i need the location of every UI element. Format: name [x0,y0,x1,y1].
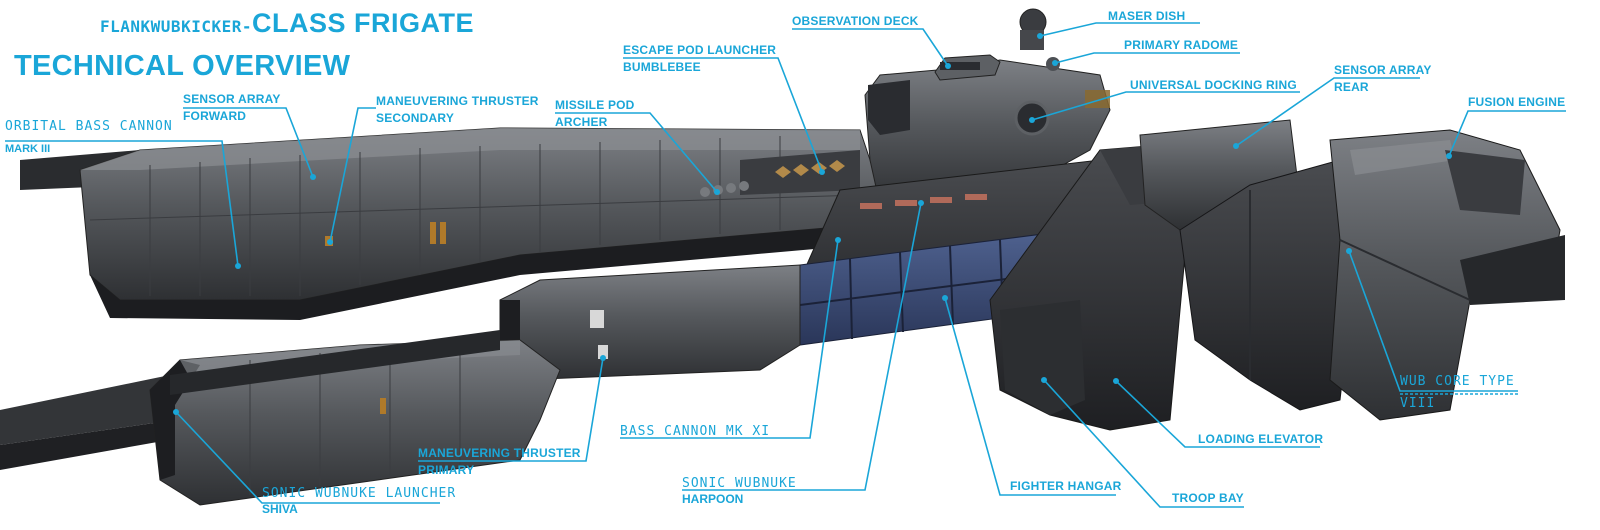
label-thruster-secondary: MANEUVERING THRUSTER SECONDARY [376,94,539,125]
wub-core-housing [1179,159,1361,411]
label-harpoon: SONIC WUBNUKE HARPOON [682,476,797,507]
leader-fighter-hangar [944,297,1116,496]
leader-thruster-primary [418,357,604,462]
leader-escape-pod [623,57,823,173]
leader-missile-pod [555,112,718,193]
label-escape-pod-launcher: ESCAPE POD LAUNCHER BUMBLEBEE [623,43,777,74]
label-orbital-bass-cannon: ORBITAL BASS CANNON MARK III [5,119,173,156]
class-suffix: CLASS FRIGATE [252,8,474,38]
leader-wub-core [1348,250,1518,392]
leader-wubnuke-launcher [175,411,440,504]
label-troop-bay: TROOP BAY [1172,491,1244,505]
leader-docking-ring [1031,91,1300,121]
ship-hull [0,8,1565,506]
leader-observation-deck [792,28,949,67]
leader-harpoon [682,202,922,491]
leader-troop-bay [1043,379,1244,508]
diagram-subtitle: TECHNICAL OVERVIEW [14,50,351,82]
label-bass-cannon-mk: BASS CANNON MK XI [620,424,771,439]
label-thruster-primary: MANEUVERING THRUSTER PRIMARY [418,446,581,477]
label-wub-core: WUB CORE TYPE VIII [1400,374,1515,411]
diagram-title: FLANKWUBKICKER-CLASS FRIGATE [100,8,474,39]
leader-thruster-secondary [329,107,376,243]
callout-dots [173,33,1452,415]
leader-bass-cannon-mk [620,239,839,439]
label-maser-dish: MASER DISH [1108,9,1186,23]
label-primary-radome: PRIMARY RADOME [1124,38,1239,52]
label-wubnuke-launcher: SONIC WUBNUKE LAUNCHER SHIVA [262,486,457,517]
label-missile-pod: MISSILE POD ARCHER [555,98,635,129]
label-fusion-engine: FUSION ENGINE [1468,95,1566,109]
leader-primary-radome [1054,52,1240,64]
label-docking-ring: UNIVERSAL DOCKING RING [1130,78,1297,92]
class-name: FLANKWUBKICKER- [100,17,252,36]
forward-rail-lower [0,375,175,445]
label-fighter-hangar: FIGHTER HANGAR [1010,479,1122,493]
leader-loading-elevator [1115,380,1320,448]
leader-maser-dish [1039,22,1200,37]
label-loading-elevator: LOADING ELEVATOR [1198,432,1324,446]
callout-leaders [5,22,1566,508]
label-sensor-array-rear: SENSOR ARRAY REAR [1334,63,1432,94]
label-observation-deck: OBSERVATION DECK [792,14,919,28]
leader-sensor-array-forward [183,107,314,178]
label-sensor-array-forward: SENSOR ARRAY FORWARD [183,92,281,123]
leader-orbital-bass-cannon [5,140,239,267]
leader-fusion-engine [1448,110,1566,157]
leader-sensor-array-rear [1235,77,1420,147]
